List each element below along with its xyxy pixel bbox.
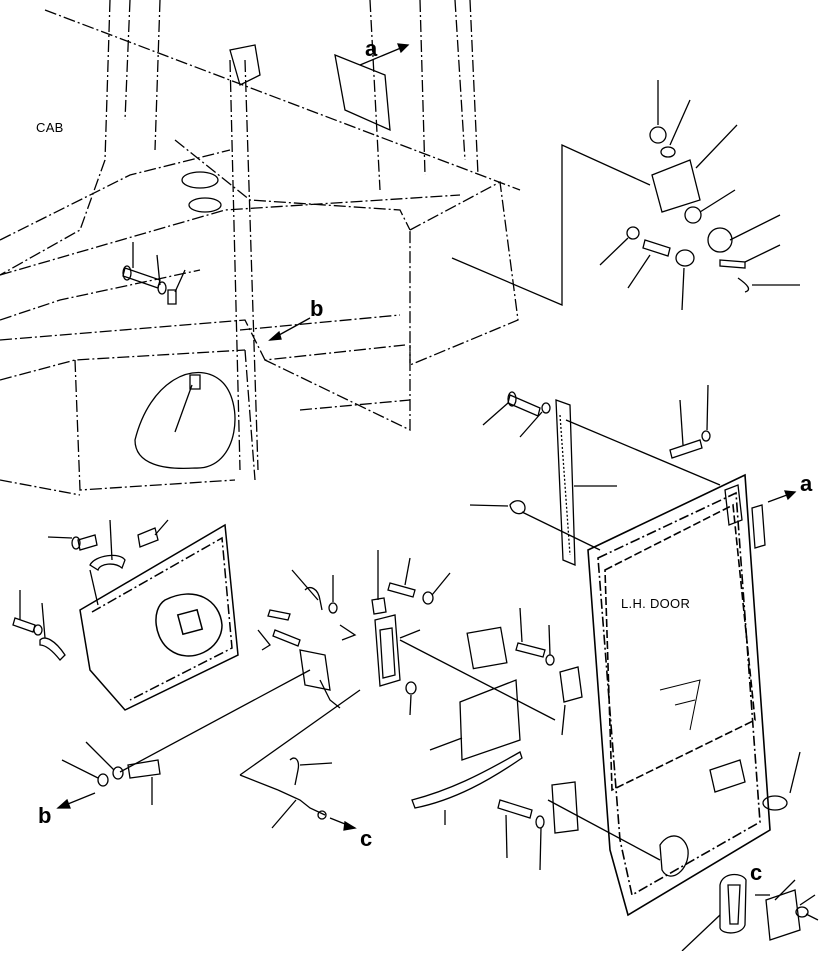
door-hinge (725, 485, 765, 548)
cab-frame (0, 0, 520, 495)
ref-a-right: a (800, 471, 813, 496)
arrow-b-mid (270, 318, 310, 340)
pin-assembly-left (62, 670, 310, 805)
door-latch-parts (467, 608, 818, 951)
arrow-b-left (58, 793, 95, 808)
bolts-door-top (470, 385, 710, 514)
arrow-a-top (360, 44, 408, 65)
ref-a-top: a (365, 36, 378, 61)
ref-c-bottom: c (360, 826, 373, 851)
ref-c-right: c (750, 860, 763, 885)
latch-mechanism (240, 550, 555, 828)
panel-parts (13, 520, 168, 660)
cab-label: CAB (36, 120, 64, 135)
lh-door-outline (588, 475, 770, 915)
arrow-c-bottom (330, 818, 355, 830)
door-strap (522, 400, 720, 565)
bracket-assembly (600, 80, 800, 310)
ref-b-left: b (38, 803, 52, 828)
side-panel (80, 525, 238, 710)
leader-bracket (452, 145, 650, 305)
bolt-cab-left (123, 242, 192, 432)
lh-door-label: L.H. DOOR (621, 596, 691, 611)
arrow-a-right (768, 491, 795, 502)
cab-details (135, 45, 390, 468)
ref-b-mid: b (310, 296, 324, 321)
